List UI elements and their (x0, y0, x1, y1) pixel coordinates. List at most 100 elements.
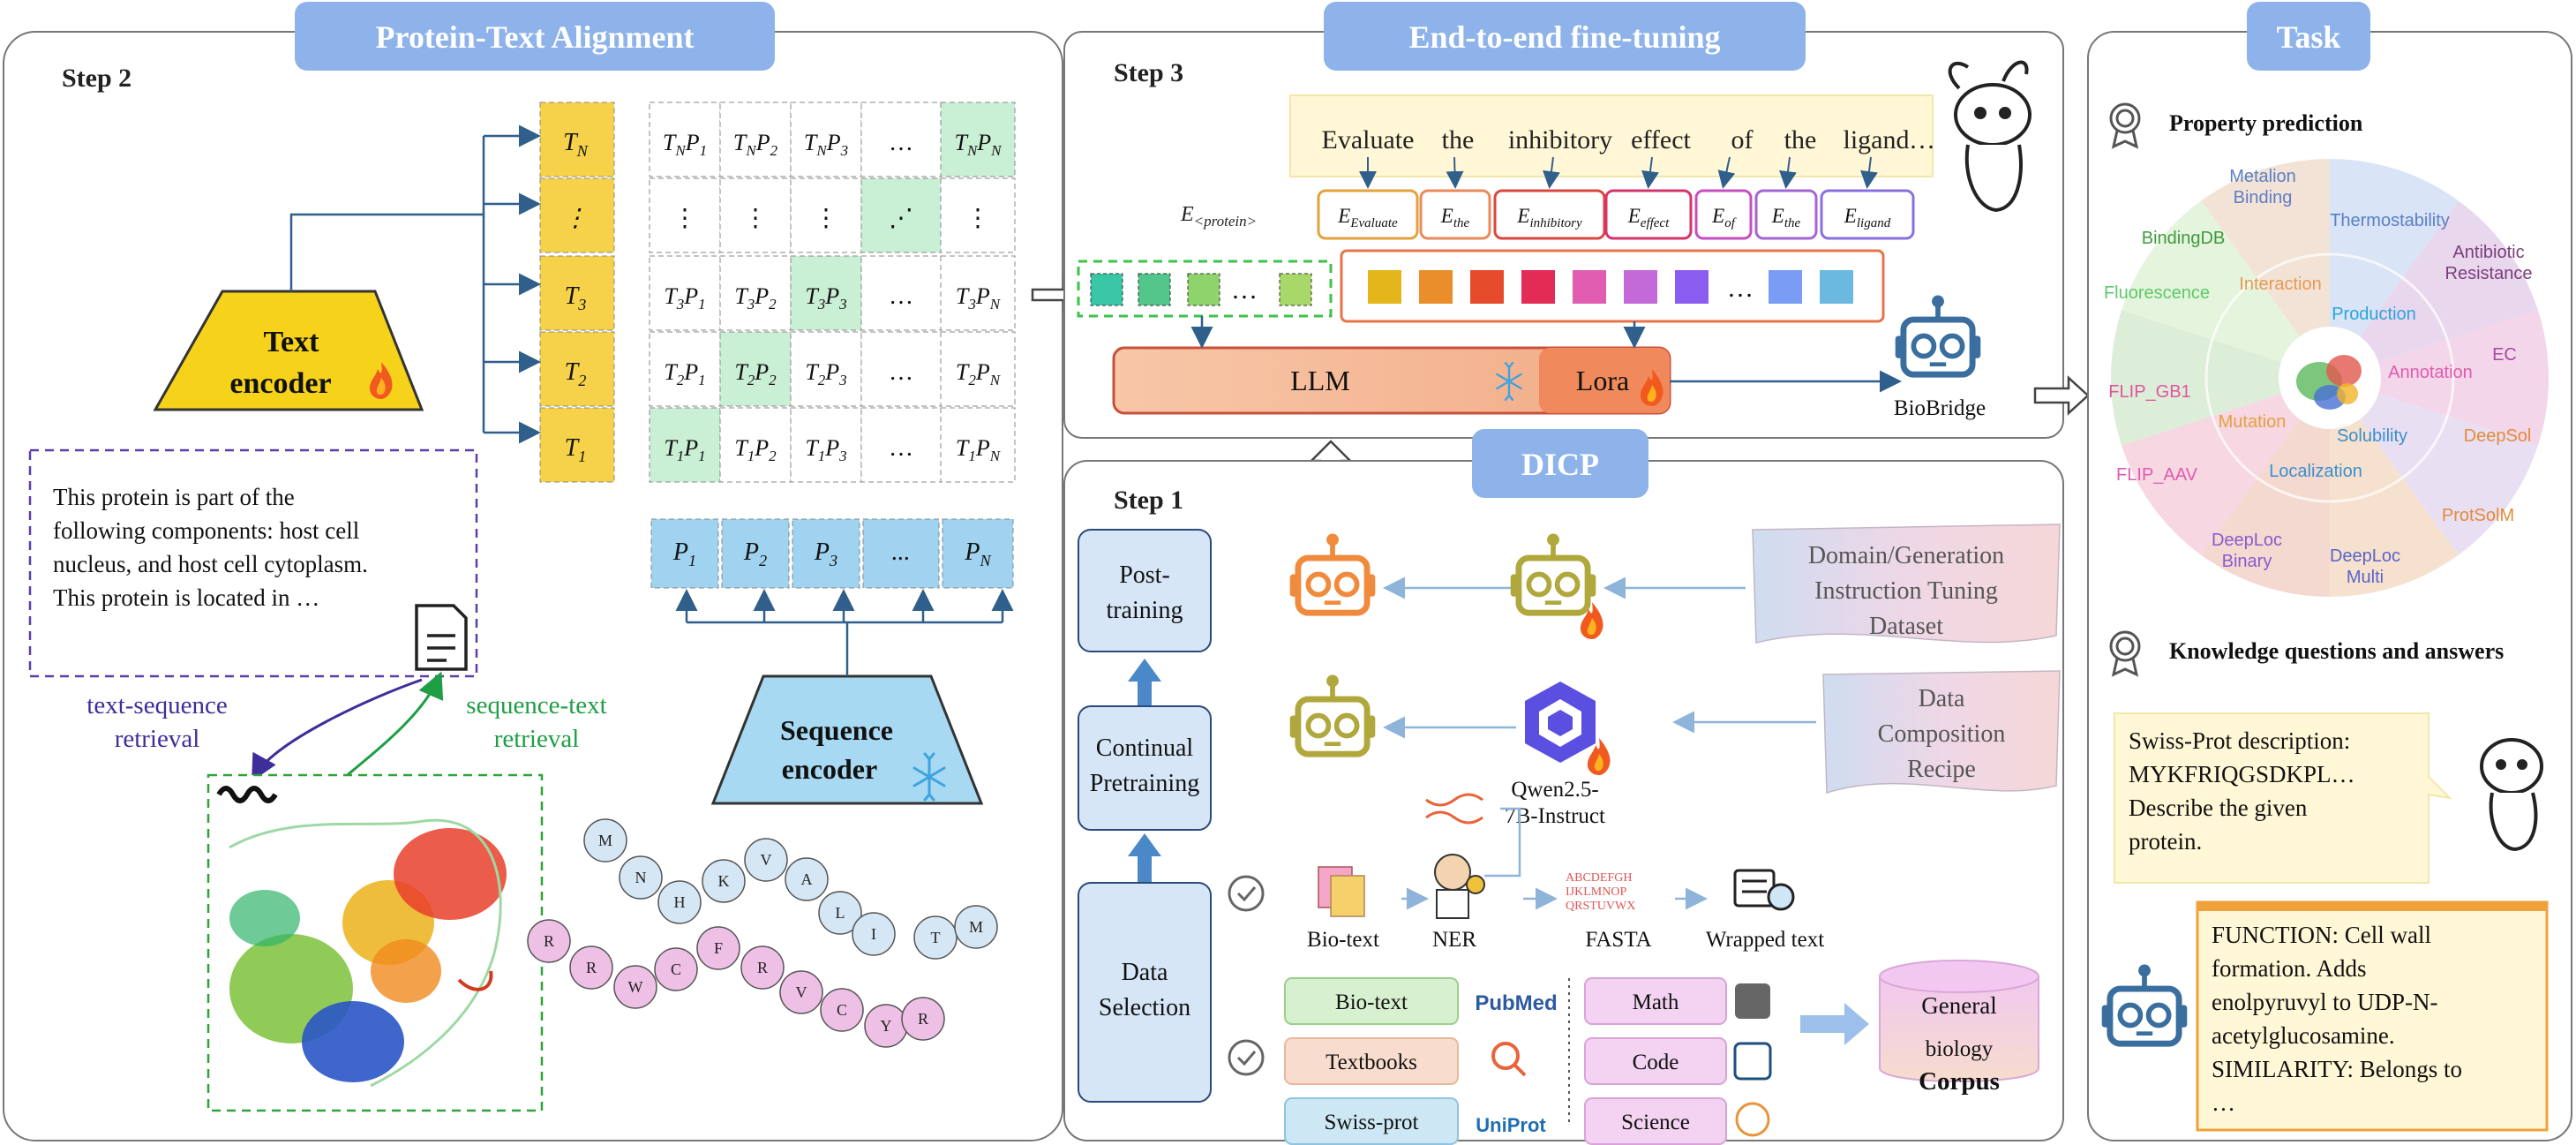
embedding-label: Eeffect (1627, 205, 1670, 230)
llm-label: LLM (1290, 365, 1350, 396)
text-embedding-token (1521, 270, 1555, 304)
text-encoder: Text encoder (153, 290, 424, 411)
embedding-label: EEvaluate (1337, 205, 1398, 230)
finetuning-title: End-to-end fine-tuning (1408, 19, 1720, 55)
residue-label: I (871, 925, 876, 943)
text-line: Swiss-Prot description: (2129, 727, 2350, 754)
embedding-label: Eligand (1844, 205, 1891, 230)
wheel-segment (2201, 159, 2330, 378)
text-embedding-token (1573, 270, 1606, 304)
helix-icon (216, 786, 278, 803)
dicp-title: DICP (1521, 447, 1599, 482)
embedding-box (1419, 189, 1491, 240)
embedding-label: Ethe (1440, 205, 1470, 230)
residue (779, 970, 823, 1014)
text-token (539, 255, 615, 331)
wheel-center-protein (2279, 327, 2381, 429)
prompt-word: effect (1631, 125, 1691, 154)
wheel-segment (2330, 378, 2538, 555)
text-line: acetylglucosamine. (2212, 1022, 2395, 1049)
atom-icon (1735, 1102, 1770, 1137)
wheel-label: Interaction (2239, 275, 2321, 294)
embedding-box (1317, 189, 1419, 240)
protein-token-label: PN (964, 539, 991, 569)
text-encoder-label-2: encoder (229, 367, 331, 400)
lora-block (1539, 348, 1670, 413)
protein-structure-image (229, 818, 507, 1088)
residue-label: M (598, 832, 612, 849)
residue-label: N (635, 869, 647, 886)
embedding-label: Einhibitory (1516, 205, 1582, 230)
matrix-cell-label: … (889, 434, 913, 462)
matrix-cell-label: TNPN (954, 130, 1003, 159)
uniprot-logo: UniProt (1476, 1114, 1546, 1136)
prompt-word: Evaluate (1322, 125, 1415, 154)
matrix-cell (790, 255, 862, 331)
encoder-connectors (289, 124, 1014, 676)
protein-token-label: P3 (814, 539, 837, 569)
matrix-cell-label: … (889, 129, 913, 156)
qwen-logo-icon (1525, 682, 1596, 763)
sequence-encoder-label-2: encoder (782, 753, 877, 785)
matrix-cell-label: T3P1 (664, 283, 705, 313)
embedding-box (1754, 189, 1818, 240)
matrix-cell-label: TNP2 (733, 130, 778, 159)
source-label: Textbooks (1326, 1051, 1417, 1074)
text-line: MYKFRIQGSDKPL… (2129, 761, 2355, 787)
text-line: FUNCTION: Cell wall (2212, 922, 2431, 948)
text-line: Qwen2.5- (1511, 778, 1598, 802)
text-line: text-sequence (86, 691, 227, 719)
prompt-word: ligand (1844, 125, 1910, 154)
source-chip (1284, 1097, 1459, 1145)
text-embedding-token (1769, 270, 1802, 304)
residue (785, 857, 829, 901)
prompt-word: of (1731, 125, 1754, 154)
source-chip (1584, 1037, 1727, 1085)
matrix-cell (860, 102, 942, 177)
residue (852, 912, 896, 956)
wheel-segment (2330, 159, 2459, 378)
residue (583, 818, 627, 863)
matrix-cell-label: T1P3 (805, 435, 846, 464)
step1-label: Step 1 (1114, 486, 1183, 515)
ellipsis: … (1727, 274, 1754, 303)
lora-label: Lora (1576, 365, 1629, 396)
matrix-cell-label: ⋰ (889, 205, 913, 232)
text-token-label: T3 (565, 282, 587, 313)
source-chip (1284, 1037, 1459, 1085)
matrix-cell (649, 177, 721, 253)
matrix-cell (790, 102, 862, 177)
residue-label: R (544, 932, 554, 950)
residue-label: T (931, 929, 941, 946)
wheel-label: FLIP_GB1 (2108, 382, 2190, 402)
residue-label: C (671, 960, 681, 978)
prompt-word: the (1442, 125, 1475, 154)
matrix-cell (860, 407, 942, 483)
llm-connectors (1190, 316, 1902, 393)
sequence-encoder: Sequence encoder (710, 674, 984, 805)
wheel-segment (2330, 310, 2550, 446)
residue-label: V (761, 851, 772, 869)
text-line: Post- (1119, 561, 1170, 589)
dicp-connectors (1383, 576, 1816, 910)
text-line: Continual (1096, 734, 1194, 762)
wheel-label: Localization (2269, 462, 2362, 481)
prompt-word: the (1784, 125, 1817, 154)
matrix-cell-label: T2P1 (664, 359, 705, 388)
matrix-cell (790, 331, 862, 407)
source-chip (1584, 977, 1727, 1025)
protein-token (862, 518, 940, 589)
mascot-icon (1948, 60, 2032, 213)
